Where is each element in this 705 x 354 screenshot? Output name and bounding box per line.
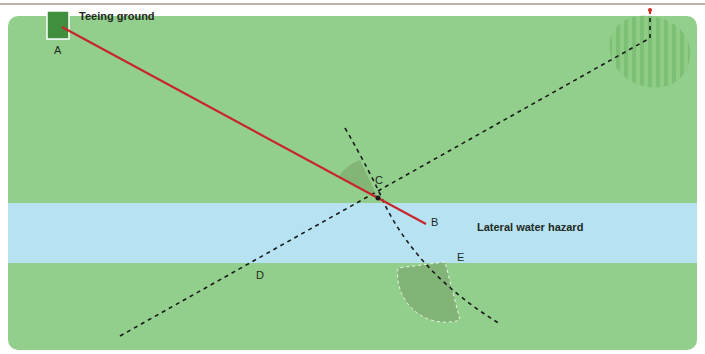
fairway-ground — [8, 16, 697, 350]
distance-arc — [345, 128, 500, 324]
flag-line — [120, 38, 650, 336]
point-letter: B — [431, 217, 438, 228]
entry-point — [376, 196, 381, 201]
point-letter: A — [54, 45, 61, 56]
point-letter: C — [375, 175, 383, 186]
top-rule — [0, 3, 705, 5]
area-label: Teeing ground — [79, 11, 155, 22]
flag — [649, 9, 651, 14]
ball-flight-line — [62, 27, 426, 224]
shaded-zone — [398, 262, 460, 322]
teeing-ground — [47, 11, 69, 39]
flag-line — [649, 12, 651, 38]
point-letter: E — [457, 252, 464, 263]
water-band — [8, 203, 697, 263]
area-label: Lateral water hazard — [477, 222, 583, 233]
point-letter: D — [256, 270, 264, 281]
flag — [648, 8, 652, 12]
